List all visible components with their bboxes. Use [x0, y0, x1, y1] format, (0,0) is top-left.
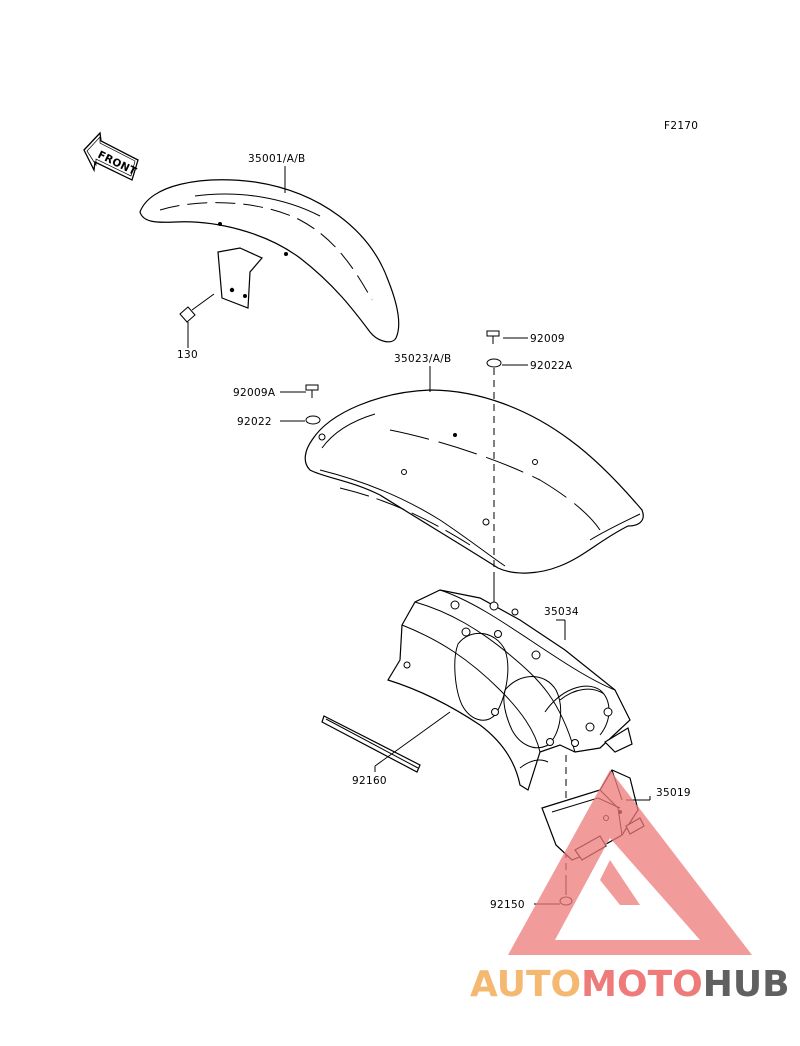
label-35023: 35023/A/B — [394, 353, 452, 365]
label-92160: 92160 — [352, 775, 387, 787]
watermark-part-moto: MOTO — [581, 964, 703, 1005]
bolt-92009a — [305, 384, 319, 398]
label-92022a: 92022A — [530, 360, 573, 372]
watermark-part-hub: HUB — [703, 964, 790, 1005]
bolt-92009 — [486, 330, 500, 344]
front-fender — [139, 179, 400, 343]
watermark-triangle-logo — [508, 770, 752, 955]
watermark-text: AUTOMOTOHUB — [470, 964, 790, 1005]
front-direction-arrow: FRONT — [83, 131, 139, 181]
label-35034: 35034 — [544, 606, 579, 618]
label-92150: 92150 — [490, 899, 525, 911]
rear-fender-frame — [387, 589, 633, 791]
automotohub-watermark — [508, 770, 752, 955]
label-130: 130 — [177, 349, 198, 361]
label-92009: 92009 — [530, 333, 565, 345]
front-fender-bolt — [179, 293, 215, 323]
washer-92022 — [305, 415, 321, 425]
washer-92022a — [486, 358, 502, 368]
strip-92160 — [321, 715, 421, 773]
label-35001: 35001/A/B — [248, 153, 306, 165]
label-92009a: 92009A — [233, 387, 276, 399]
label-92022: 92022 — [237, 416, 272, 428]
rear-fender — [304, 389, 644, 574]
watermark-part-auto: AUTO — [470, 964, 581, 1005]
figure-code: F2170 — [664, 120, 698, 132]
label-35019: 35019 — [656, 787, 691, 799]
